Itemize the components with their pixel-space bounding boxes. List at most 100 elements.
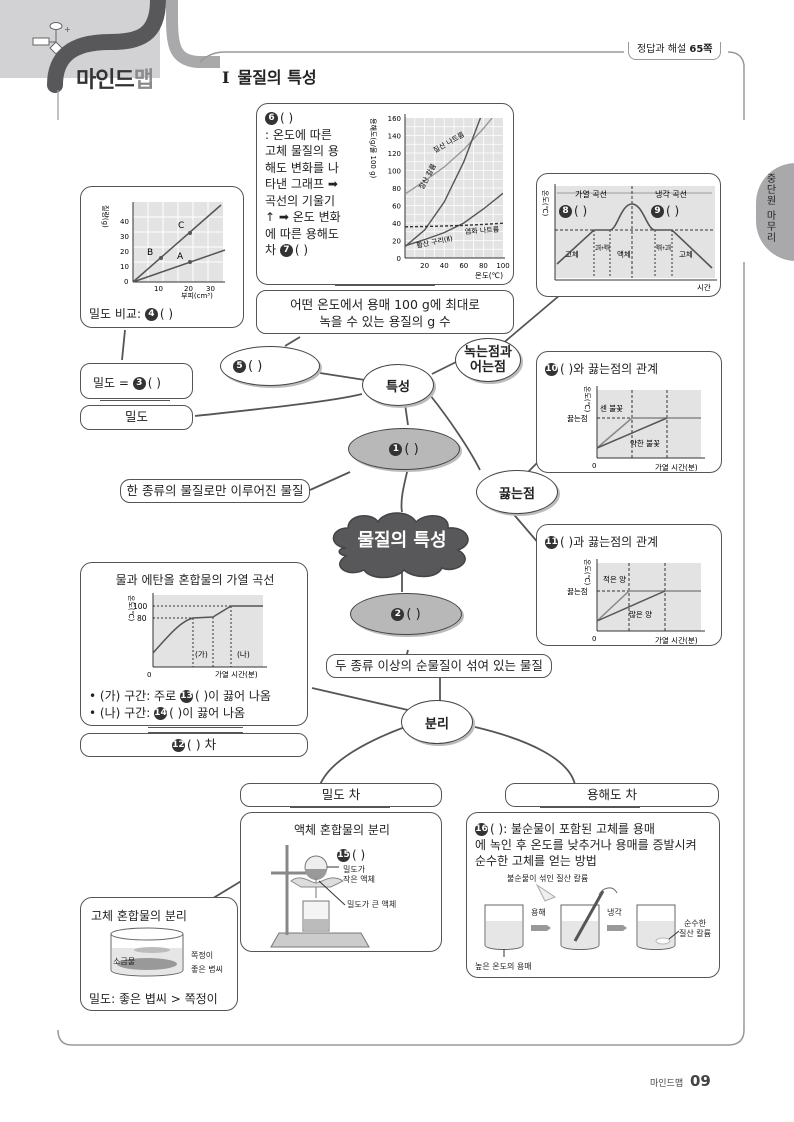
salt-water-label: 소금물: [113, 957, 136, 966]
num-badge: 11: [545, 536, 558, 549]
brand-dark: 마인드: [76, 68, 135, 93]
xlabel: 가열 시간(분): [215, 669, 258, 679]
series-label: 많은 양: [629, 610, 652, 619]
xtick: 10: [154, 285, 163, 293]
node-5: 5( ): [220, 346, 320, 386]
num-badge: 2: [391, 607, 405, 621]
ytick-label: 40: [392, 220, 401, 228]
blank-14[interactable]: ( ): [169, 706, 183, 720]
blank-2[interactable]: ( ): [406, 606, 421, 622]
num-badge: 1: [389, 442, 403, 456]
node-2: 2( ): [350, 593, 462, 635]
footer: 마인드맵 09: [650, 1072, 711, 1090]
chapter-title: 물질의 특성: [237, 68, 317, 87]
recrystallization-box: 16( ): 불순물이 포함된 고체를 용매 에 녹인 후 온도를 낮추거나 용…: [466, 812, 720, 978]
boiling-diff-label: 12( ) 차: [80, 733, 308, 757]
blank-10[interactable]: ( ): [560, 362, 574, 376]
region-label: (나): [237, 650, 250, 659]
ytick-label: 80: [392, 185, 401, 193]
num-badge: 6: [265, 112, 278, 125]
density-diff-label: 밀도 차: [240, 783, 442, 807]
xlabel: 가열 시간(분): [655, 462, 698, 472]
cool-label: 냉각: [607, 908, 622, 917]
header-decoration: [0, 0, 745, 120]
side-tab-label: 중단원 마무리: [764, 173, 775, 244]
blank-12[interactable]: ( ): [186, 737, 201, 752]
blank-13[interactable]: ( ): [194, 689, 209, 703]
blank-1[interactable]: ( ): [404, 441, 419, 457]
blank-3[interactable]: ( ): [147, 376, 161, 390]
blank-8[interactable]: ( ): [574, 204, 588, 218]
num-badge: 5: [233, 359, 246, 373]
region-label: 액체+고체: [656, 244, 671, 252]
blank-5[interactable]: ( ): [248, 358, 263, 374]
node-1: 1( ): [348, 428, 460, 470]
series-line-2: [405, 118, 482, 248]
cooling-label: 냉각 곡선: [655, 189, 687, 199]
blank-7[interactable]: ( ): [294, 243, 309, 257]
ytick-label: 20: [392, 238, 401, 246]
mixture-def: 두 종류 이상의 순물질이 섞여 있는 물질: [326, 654, 552, 678]
title-suffix: 와 끓는점의 관계: [573, 362, 659, 376]
answer-reference: 정답과 해설 65쪽: [628, 42, 722, 60]
blank-16[interactable]: ( ): [490, 822, 504, 836]
density-formula: 밀도 = 3( ): [93, 374, 161, 391]
blank-4[interactable]: ( ): [159, 307, 174, 321]
desc-line: 해도 변화를 나: [265, 160, 339, 175]
ytick-label: 140: [388, 133, 401, 141]
svg-text:+: +: [64, 25, 71, 34]
boil-11-chart: 적은 양 많은 양 끓는점 0 가열 시간(분) 온도(℃): [567, 559, 705, 645]
pure-substance-def: 한 종류의 물질로만 이루어진 물질: [120, 479, 310, 503]
node-line: 어는점: [470, 360, 506, 375]
region-label: 액체: [617, 249, 631, 259]
xtick-label: 80: [479, 262, 488, 270]
brand-title: 마인드맵: [76, 62, 154, 94]
desc-line: 곡선의 기울기: [265, 193, 336, 208]
desc-line: 순수한 고체를 얻는 방법: [475, 854, 597, 868]
solid-title: 고체 혼합물의 분리: [91, 909, 187, 923]
xtick-label: 40: [440, 262, 449, 270]
ytick: 10: [120, 263, 129, 271]
density-compare: 밀도 비교: 4( ): [89, 305, 173, 322]
series-label: 염화 나트륨: [465, 225, 501, 236]
bullet-prefix: • (가) 구간: 주로: [89, 689, 180, 703]
heavy-liquid-label: 밀도가 큰 액체: [347, 900, 397, 909]
footer-label: 마인드맵: [650, 1079, 684, 1089]
blank-9[interactable]: ( ): [666, 204, 680, 218]
blank-11[interactable]: ( ): [560, 535, 574, 549]
xtick-label: 60: [459, 262, 468, 270]
ylabel: 온도(℃): [541, 190, 549, 216]
desc-line: : 불순물이 포함된 고체를 용매: [503, 822, 655, 836]
num-badge: 13: [179, 690, 193, 703]
heating-cooling-box: 가열 곡선 냉각 곡선 고체 고체+액체 액체 액체+고체 고체 시간 온도(℃…: [536, 173, 721, 297]
answer-ref-prefix: 정답과 해설: [637, 44, 690, 55]
num-badge: 10: [545, 363, 558, 376]
num-badge: 15: [337, 849, 350, 862]
desc-line: 타낸 그래프 ➡: [265, 177, 338, 191]
solubility-diff-label: 용해도 차: [505, 783, 719, 807]
solubility-box: 6( ) : 온도에 따른 고체 물질의 용 해도 변화를 나 타낸 그래프 ➡…: [256, 103, 514, 285]
density-chart: B C A 0 10 20 30 40 10 20 30 부피(cm³) 질량(…: [101, 202, 226, 299]
boil-11-title: 11( )과 끓는점의 관계: [545, 533, 658, 550]
desc-line: 에 녹인 후 온도를 낮추거나 용매를 증발시켜: [475, 838, 697, 852]
beaker-3: [636, 904, 676, 950]
blank-6[interactable]: ( ): [280, 111, 294, 125]
density-label: 밀도: [80, 405, 193, 430]
ytick: 0: [124, 278, 128, 286]
dissolve-label: 용해: [531, 908, 546, 917]
num-badge: 12: [171, 739, 185, 752]
desc-line: : 온도에 따른: [265, 127, 332, 142]
flowchart-icon: +: [32, 22, 71, 54]
blank-15[interactable]: ( ): [352, 848, 366, 862]
origin-label: 0: [592, 462, 596, 470]
region-label: 고체: [679, 249, 693, 259]
solid-density-note: 밀도: 좋은 볍씨 > 쪽정이: [89, 992, 218, 1006]
ytick-label: 160: [388, 115, 401, 123]
heating-cooling-chart: 가열 곡선 냉각 곡선 고체 고체+액체 액체 액체+고체 고체 시간 온도(℃…: [541, 184, 717, 292]
label-b: B: [147, 248, 153, 258]
origin-label: 0: [592, 635, 596, 643]
